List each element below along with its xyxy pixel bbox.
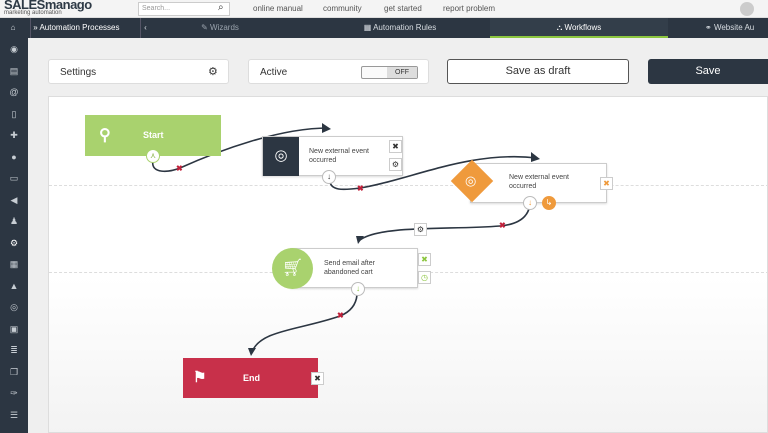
settings-label: Settings <box>60 67 97 78</box>
tab-wizards[interactable]: ✎ Wizards <box>201 23 239 32</box>
files-icon[interactable]: ❐ <box>9 367 19 377</box>
branch-handle-icon[interactable]: ↳ <box>542 196 556 210</box>
delete-connection-icon[interactable]: ✖ <box>499 221 506 230</box>
connector-email-end <box>251 294 358 353</box>
breadcrumb-title: Automation Processes <box>39 23 120 32</box>
home-icon[interactable]: ⌂ <box>10 23 16 32</box>
avatar[interactable] <box>740 2 754 16</box>
output-handle-icon[interactable]: ↓ <box>322 170 336 184</box>
tab-website-automation[interactable]: ⚭ Website Au <box>705 23 755 32</box>
external-event-node[interactable]: ◎ New external event occurred <box>262 136 403 176</box>
delete-connection-icon[interactable]: ✖ <box>337 311 344 320</box>
tab-label: Automation Rules <box>373 23 437 32</box>
output-handle-icon[interactable]: ↓ <box>351 282 365 296</box>
connector-start-event1 <box>152 127 329 172</box>
cursor-click-icon: ◎ <box>263 137 299 176</box>
flag-icon: ⚑ <box>193 369 207 386</box>
grid-icon[interactable]: ▦ <box>9 259 19 269</box>
end-node[interactable]: ⚑ End <box>183 358 318 398</box>
save-button[interactable]: Save <box>648 59 768 84</box>
at-icon[interactable]: @ <box>9 87 19 97</box>
logo: SALESmanago <box>4 0 92 12</box>
connector-event2-email <box>359 203 531 241</box>
breadcrumb[interactable]: » Automation Processes <box>30 18 140 38</box>
delete-node-icon[interactable]: ✖ <box>389 140 402 153</box>
link-online-manual[interactable]: online manual <box>253 4 303 13</box>
calendar-icon[interactable]: ▣ <box>9 324 19 334</box>
arrowhead <box>531 152 540 162</box>
external-event-node[interactable]: New external event occurred <box>470 163 607 203</box>
clock-icon[interactable]: ◷ <box>418 271 431 284</box>
cursor-click-icon: ◎ <box>465 173 477 188</box>
collapse-chevron-icon[interactable]: ‹ <box>140 18 150 38</box>
active-label: Active <box>260 67 288 78</box>
delete-connection-icon[interactable]: ✖ <box>357 184 364 193</box>
search-icon[interactable]: ⌕ <box>218 2 224 13</box>
tab-workflows[interactable]: ⛬ Workflows <box>490 18 668 38</box>
divider <box>49 185 768 186</box>
globe-icon[interactable]: ◎ <box>10 302 18 312</box>
search-input[interactable]: Search... <box>138 2 230 16</box>
megaphone-icon[interactable]: ◀ <box>10 195 18 205</box>
output-handle-icon[interactable]: ↓ <box>523 196 537 210</box>
delete-node-icon[interactable]: ✖ <box>600 177 613 190</box>
start-output-handle[interactable]: ⋏ <box>146 149 160 163</box>
active-panel: Active OFF <box>248 59 429 84</box>
delete-node-icon[interactable]: ✖ <box>418 253 431 266</box>
arrowhead <box>356 236 364 244</box>
start-label: Start <box>143 130 164 140</box>
arrowhead <box>248 348 256 356</box>
node-label: New external event occurred <box>509 174 569 190</box>
send-email-node[interactable]: Send email after abandoned cart <box>290 248 418 288</box>
gear-icon[interactable]: ⚙ <box>208 66 218 78</box>
arrowhead <box>322 123 331 133</box>
mobile-icon[interactable]: ▯ <box>11 109 17 119</box>
connector-event1-event2 <box>329 155 538 191</box>
wrench-icon[interactable]: ✑ <box>10 388 18 398</box>
toggle-state: OFF <box>387 67 417 78</box>
tab-label: Workflows <box>564 23 602 32</box>
logo-subtitle: marketing automation <box>4 10 62 16</box>
cogs-icon[interactable]: ⚙ <box>9 238 19 248</box>
node-label: New external event occurred <box>309 148 369 164</box>
node-label: Send email after abandoned cart <box>324 260 375 276</box>
settings-panel[interactable]: Settings ⚙ <box>48 59 229 84</box>
delete-node-icon[interactable]: ✖ <box>311 372 324 385</box>
save-as-draft-button[interactable]: Save as draft <box>447 59 629 84</box>
link-get-started[interactable]: get started <box>384 4 422 13</box>
shopping-cart-icon: 🛒︎ <box>272 248 313 289</box>
delete-connection-icon[interactable]: ✖ <box>176 164 183 173</box>
link-report-problem[interactable]: report problem <box>443 4 496 13</box>
contact-card-icon[interactable]: ▤ <box>9 66 19 76</box>
tab-label: Website Au <box>713 23 755 32</box>
connection-settings-gear-icon[interactable]: ⚙ <box>414 223 427 236</box>
sidebar: ◉ ▤ @ ▯ ✚ ● ▭ ◀ ♟ ⚙ ▦ ▲ ◎ ▣ ≣ ❐ ✑ ☰ <box>0 38 28 433</box>
users-icon[interactable]: ♟ <box>9 216 19 226</box>
chat-icon[interactable]: ● <box>11 152 17 162</box>
tab-automation-rules[interactable]: ▦ Automation Rules <box>363 23 437 32</box>
node-settings-gear-icon[interactable]: ⚙ <box>389 158 402 171</box>
eye-icon[interactable]: ◉ <box>10 44 18 54</box>
tab-label: Wizards <box>210 23 239 32</box>
database-icon[interactable]: ≣ <box>10 345 18 355</box>
map-pin-icon: ⚲ <box>99 127 111 144</box>
laptop-icon[interactable]: ▭ <box>9 173 19 183</box>
active-toggle[interactable]: OFF <box>361 66 418 79</box>
chart-icon[interactable]: ▲ <box>9 281 19 291</box>
nav-bar: ⌂ » Automation Processes ‹ ✎ Wizards ▦ A… <box>0 18 768 38</box>
add-user-icon[interactable]: ✚ <box>10 130 18 140</box>
sliders-icon[interactable]: ☰ <box>9 410 19 420</box>
top-header: SALESmanago marketing automation Search.… <box>0 0 768 18</box>
link-community[interactable]: community <box>323 4 362 13</box>
end-label: End <box>243 373 260 383</box>
